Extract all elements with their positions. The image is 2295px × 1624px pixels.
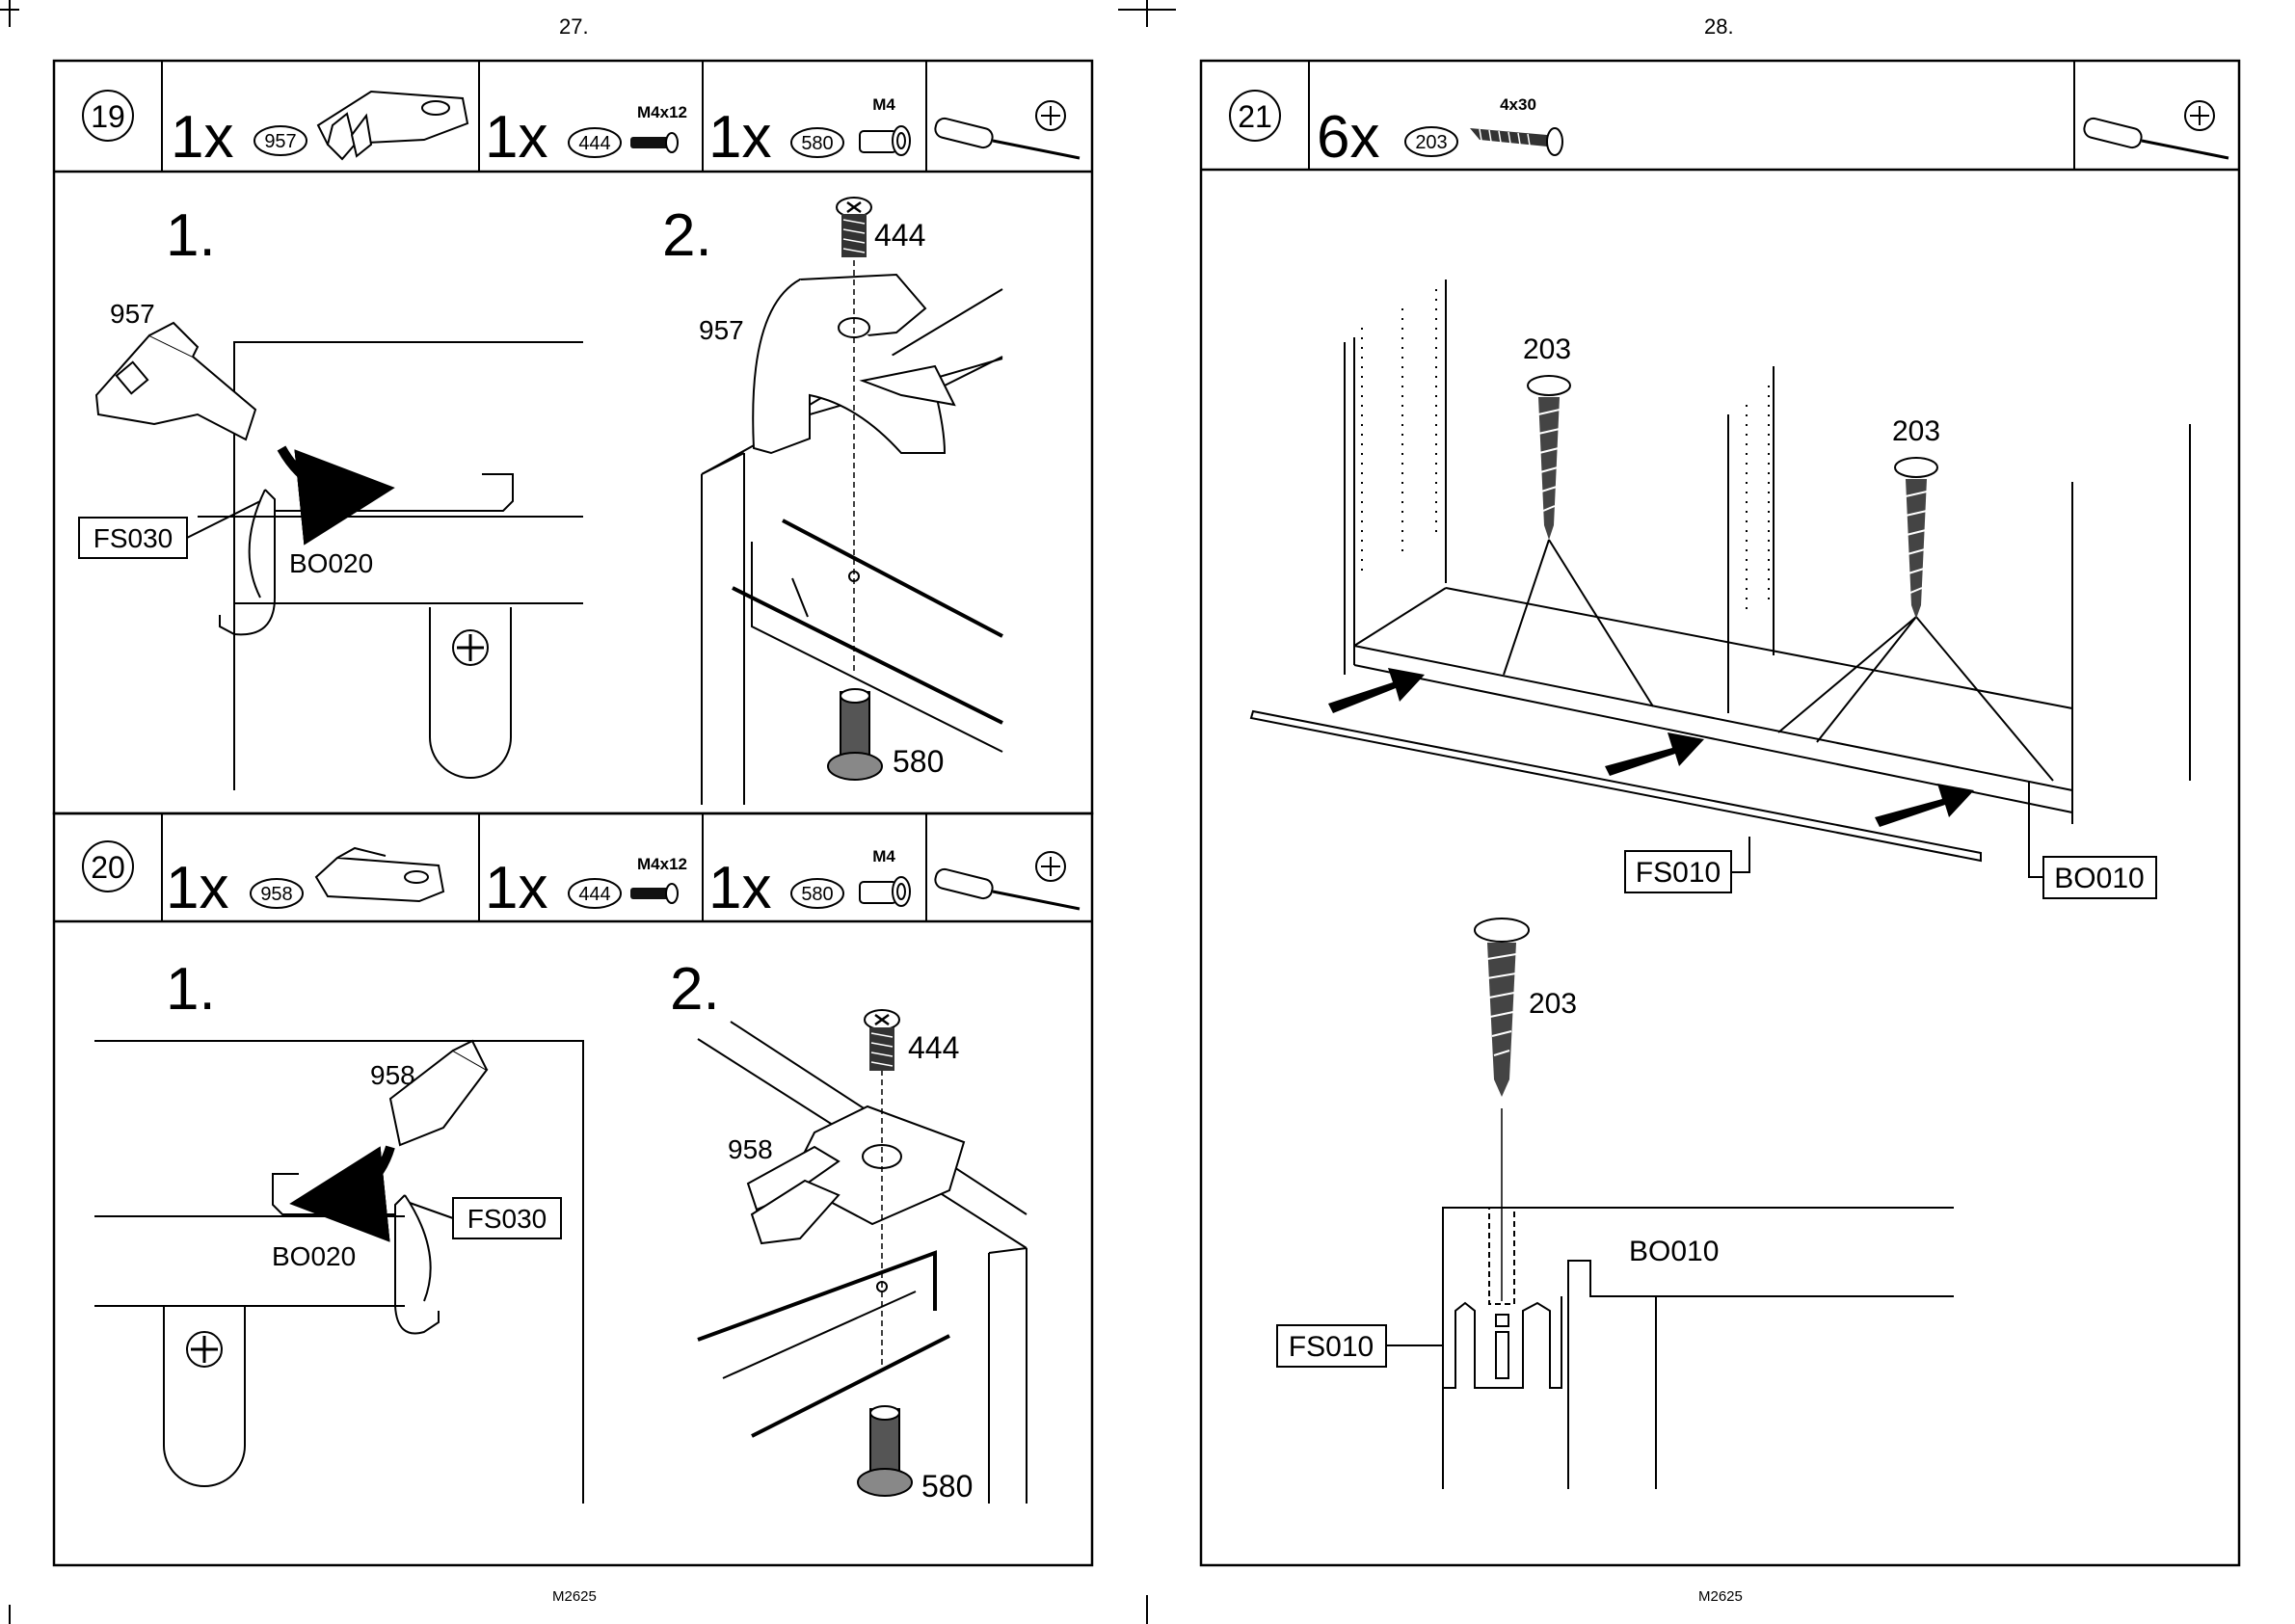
part-id-badge: 957: [264, 131, 296, 152]
screw-203-large-detail: [1475, 918, 1529, 1097]
callout-957: 957: [699, 315, 744, 345]
substep-label: 1.: [166, 956, 216, 1023]
substep-label: 1.: [166, 202, 216, 269]
step-number-badge: 21: [1230, 91, 1280, 141]
substep-label: 2.: [662, 202, 712, 269]
callout-fs030-box: FS030: [410, 1198, 561, 1238]
step-20: 20 1x 958 1x 444 M4x12 1x 580 M4: [54, 813, 1092, 1565]
screw-444-icon: [630, 133, 678, 152]
plinth-section-diagram: [1443, 1108, 1954, 1489]
callout-fs030-box: FS030: [79, 501, 260, 558]
part-spec: M4x12: [637, 855, 687, 873]
callout-203: 203: [1529, 988, 1577, 1020]
part-qty: 6x: [1317, 104, 1379, 171]
part-spec: M4: [872, 847, 895, 865]
part-spec: 4x30: [1500, 95, 1536, 114]
part-id-badge: 444: [578, 884, 610, 905]
part-qty: 1x: [708, 104, 771, 171]
step-number: 20: [91, 850, 125, 885]
step-number: 19: [91, 99, 125, 134]
screw-203-detail: [1895, 458, 1937, 619]
callout-580: 580: [893, 744, 944, 779]
step-number-badge: 20: [83, 841, 133, 892]
clip-screw-fastening-diagram: [698, 1012, 1027, 1504]
screwdriver-icon: [2082, 101, 2228, 158]
callout-fs030: FS030: [467, 1204, 547, 1234]
screw-444-icon: [630, 884, 678, 903]
callout-958: 958: [370, 1060, 415, 1090]
part-id-badge: 580: [801, 884, 833, 905]
part-qty: 1x: [485, 104, 547, 171]
part-id-badge: 203: [1415, 132, 1447, 153]
callout-fs010-box: FS010: [1277, 1325, 1443, 1367]
substep-label: 2.: [670, 956, 720, 1023]
part-qty: 1x: [171, 104, 233, 171]
part-id-badge: 580: [801, 133, 833, 154]
callout-fs030: FS030: [93, 523, 173, 553]
step-number-badge: 19: [83, 91, 133, 141]
callout-958: 958: [728, 1134, 773, 1164]
part-id-badge: 958: [260, 884, 292, 905]
callout-fs010-box: FS010: [1625, 837, 1749, 892]
clip-957-icon: [318, 92, 467, 159]
callout-957: 957: [110, 299, 155, 329]
clip-958-icon: [316, 848, 443, 901]
callout-444: 444: [874, 218, 925, 253]
part-id-badge: 444: [578, 133, 610, 154]
part-qty: 1x: [166, 855, 228, 921]
barrel-nut-580-detail: [858, 1406, 912, 1496]
screw-444-detail: [837, 198, 871, 257]
part-qty: 1x: [485, 855, 547, 921]
callout-bo010: BO010: [1629, 1236, 1719, 1267]
callout-fs010: FS010: [1289, 1331, 1374, 1363]
barrel-nut-580-detail: [828, 689, 882, 780]
barrel-nut-580-icon: [860, 126, 910, 155]
step-19: 19 1x 957 1x 444 M4x12 1x 580 M4: [54, 61, 1092, 813]
callout-bo020: BO020: [272, 1241, 356, 1271]
barrel-nut-580-icon: [860, 877, 910, 906]
callout-fs010: FS010: [1636, 857, 1721, 889]
callout-bo010: BO010: [2054, 863, 2144, 894]
cabinet-plinth-diagram: [1251, 280, 2190, 861]
callout-203: 203: [1523, 333, 1571, 365]
screwdriver-icon: [933, 852, 1080, 909]
screw-203-icon: [1470, 128, 1562, 155]
callout-580: 580: [921, 1469, 973, 1504]
callout-203: 203: [1892, 415, 1940, 447]
callout-bo010-box: BO010: [2029, 781, 2156, 898]
screw-444-detail: [865, 1010, 899, 1071]
callout-bo020: BO020: [289, 548, 373, 578]
step-21: 21 6x 203 4x30: [1201, 61, 2239, 1565]
callout-444: 444: [908, 1030, 959, 1065]
clip-insertion-diagram: [94, 1041, 583, 1504]
step-number: 21: [1238, 99, 1272, 134]
screw-203-detail: [1528, 376, 1570, 540]
screwdriver-icon: [933, 101, 1080, 158]
part-qty: 1x: [708, 855, 771, 921]
part-spec: M4x12: [637, 103, 687, 121]
part-spec: M4: [872, 95, 895, 114]
